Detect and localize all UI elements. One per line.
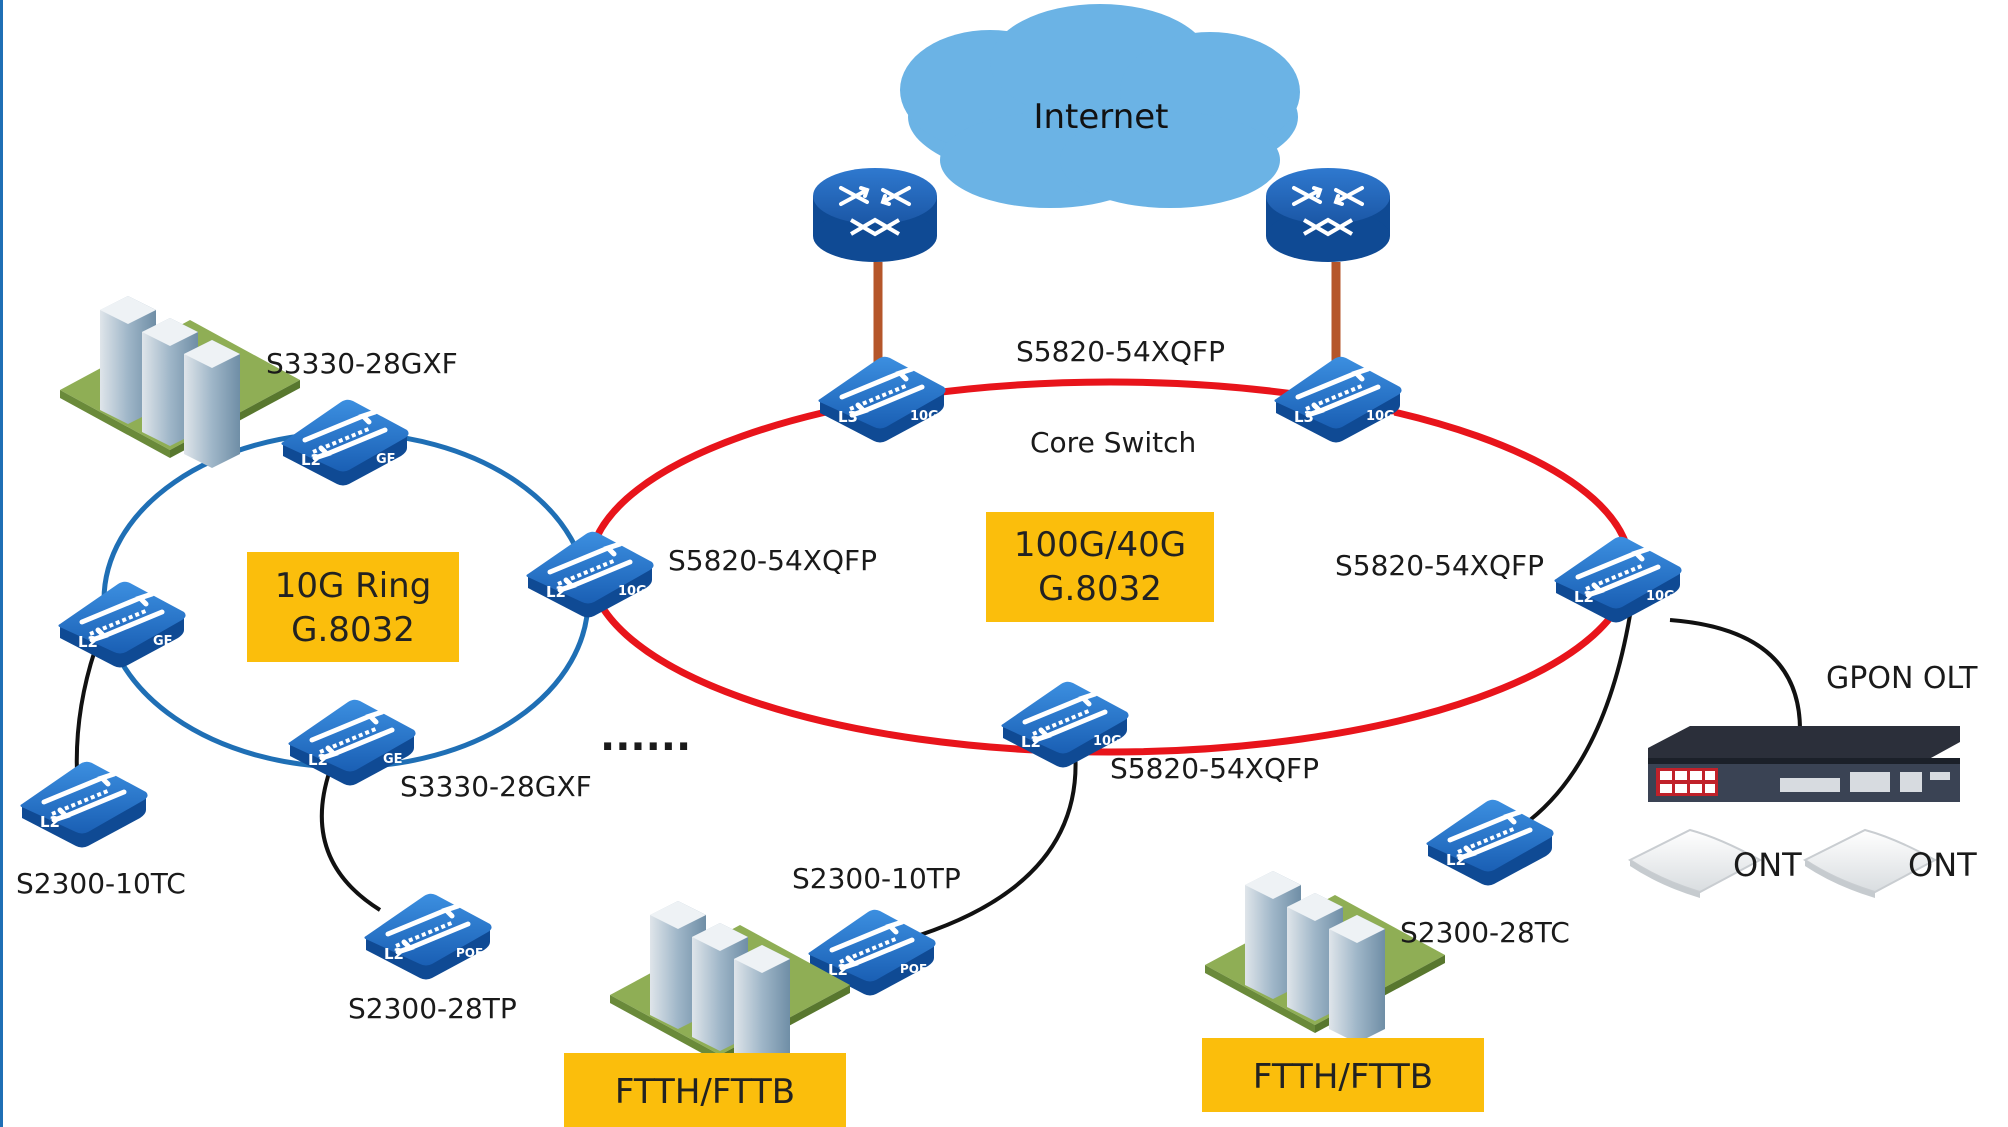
svg-text:L2: L2: [308, 751, 328, 769]
ont-right-icon: [1803, 828, 1938, 898]
svg-text:L2: L2: [40, 813, 60, 831]
svg-text:L2: L2: [1021, 733, 1041, 751]
core-switch-left-icon: L2 10G: [526, 532, 653, 618]
ftth-left-label-box: [564, 1053, 846, 1127]
svg-text:10G: 10G: [1646, 589, 1675, 604]
svg-text:L2: L2: [1574, 588, 1594, 606]
svg-text:10G: 10G: [618, 584, 647, 599]
access-switch-top-icon: L2 GE: [281, 400, 408, 486]
ftth-left-label: FTTH/FTTB: [615, 1072, 795, 1112]
access-ring-label-line2: G.8032: [291, 610, 415, 650]
core-switch-right-name: S5820-54XQFP: [1335, 549, 1544, 582]
svg-text:GE: GE: [153, 634, 173, 649]
leaf-s2300-28tp-name: S2300-28TP: [348, 992, 517, 1025]
core-switch-top-right-icon: L3 10G: [1274, 357, 1401, 443]
internet-label: Internet: [1033, 97, 1168, 137]
access-switch-top-name: S3330-28GXF: [266, 347, 458, 380]
svg-text:L2: L2: [828, 961, 848, 979]
ont-left-label: ONT: [1733, 846, 1802, 884]
svg-text:L2: L2: [301, 451, 321, 469]
leaf-switch-s2300-10tp-icon: L2 POE: [808, 910, 935, 996]
core-switch-top-left-icon: L3 10G: [818, 357, 945, 443]
leaf-s2300-28tc-name: S2300-28TC: [1400, 916, 1570, 949]
svg-text:L2: L2: [1446, 851, 1466, 869]
internet-cloud-icon: [900, 4, 1300, 208]
svg-text:L3: L3: [1294, 408, 1314, 426]
svg-text:GE: GE: [376, 452, 396, 467]
core-switch-bottom-icon: L2 10G: [1001, 682, 1128, 768]
ellipsis-more-devices: ......: [600, 714, 691, 760]
ftth-right-label-box: [1202, 1038, 1484, 1112]
svg-text:GE: GE: [383, 752, 403, 767]
link-gpon-olt: [1669, 618, 1802, 731]
buildings-bottom-center-icon: [610, 901, 850, 1073]
gpon-olt-label: GPON OLT: [1826, 661, 1978, 696]
ont-left-icon: [1628, 828, 1763, 898]
link-s2300-28tp: [319, 769, 382, 912]
buildings-bottom-right-icon: [1205, 871, 1445, 1043]
svg-text:10G: 10G: [1093, 734, 1122, 749]
svg-text:L3: L3: [838, 408, 858, 426]
access-switch-bottom-name: S3330-28GXF: [400, 770, 592, 803]
svg-text:POE: POE: [900, 962, 927, 976]
core-switch-top-name: S5820-54XQFP: [1016, 335, 1225, 368]
core-switch-role: Core Switch: [1030, 426, 1196, 459]
svg-text:L2: L2: [78, 633, 98, 651]
leaf-switch-s2300-10tc-icon: L2: [20, 762, 147, 848]
ont-right-label: ONT: [1908, 846, 1977, 884]
core-switch-left-name: S5820-54XQFP: [668, 544, 877, 577]
svg-text:L2: L2: [384, 945, 404, 963]
svg-text:POE: POE: [456, 946, 483, 960]
core-ring-label-line1: 100G/40G: [1014, 525, 1186, 565]
ftth-right-label: FTTH/FTTB: [1253, 1057, 1433, 1097]
core-ring-label-box: [986, 512, 1214, 622]
left-edge-bar: [0, 0, 3, 1127]
router-right-icon: [1264, 166, 1392, 264]
link-s2300-28tc: [1528, 614, 1632, 822]
svg-text:10G: 10G: [1366, 409, 1395, 424]
leaf-s2300-10tp-name: S2300-10TP: [792, 862, 961, 895]
svg-text:10G: 10G: [910, 409, 939, 424]
access-ring-label-line1: 10G Ring: [275, 566, 432, 606]
leaf-switch-s2300-28tc-icon: L2: [1426, 800, 1553, 886]
access-ring-label-box: [247, 552, 459, 662]
access-switch-bottom-icon: L2 GE: [288, 700, 415, 786]
core-switch-right-icon: L2 10G: [1554, 537, 1681, 623]
link-s2300-10tp: [919, 749, 1078, 937]
gpon-olt-icon: [1648, 726, 1960, 802]
svg-text:L2: L2: [546, 583, 566, 601]
leaf-switch-s2300-28tp-icon: L2 POE: [364, 894, 491, 980]
core-switch-bottom-name: S5820-54XQFP: [1110, 752, 1319, 785]
leaf-s2300-10tc-name: S2300-10TC: [16, 867, 186, 900]
core-ring-label-line2: G.8032: [1038, 569, 1162, 609]
router-left-icon: [811, 166, 939, 264]
access-switch-left-icon: L2 GE: [58, 582, 185, 668]
